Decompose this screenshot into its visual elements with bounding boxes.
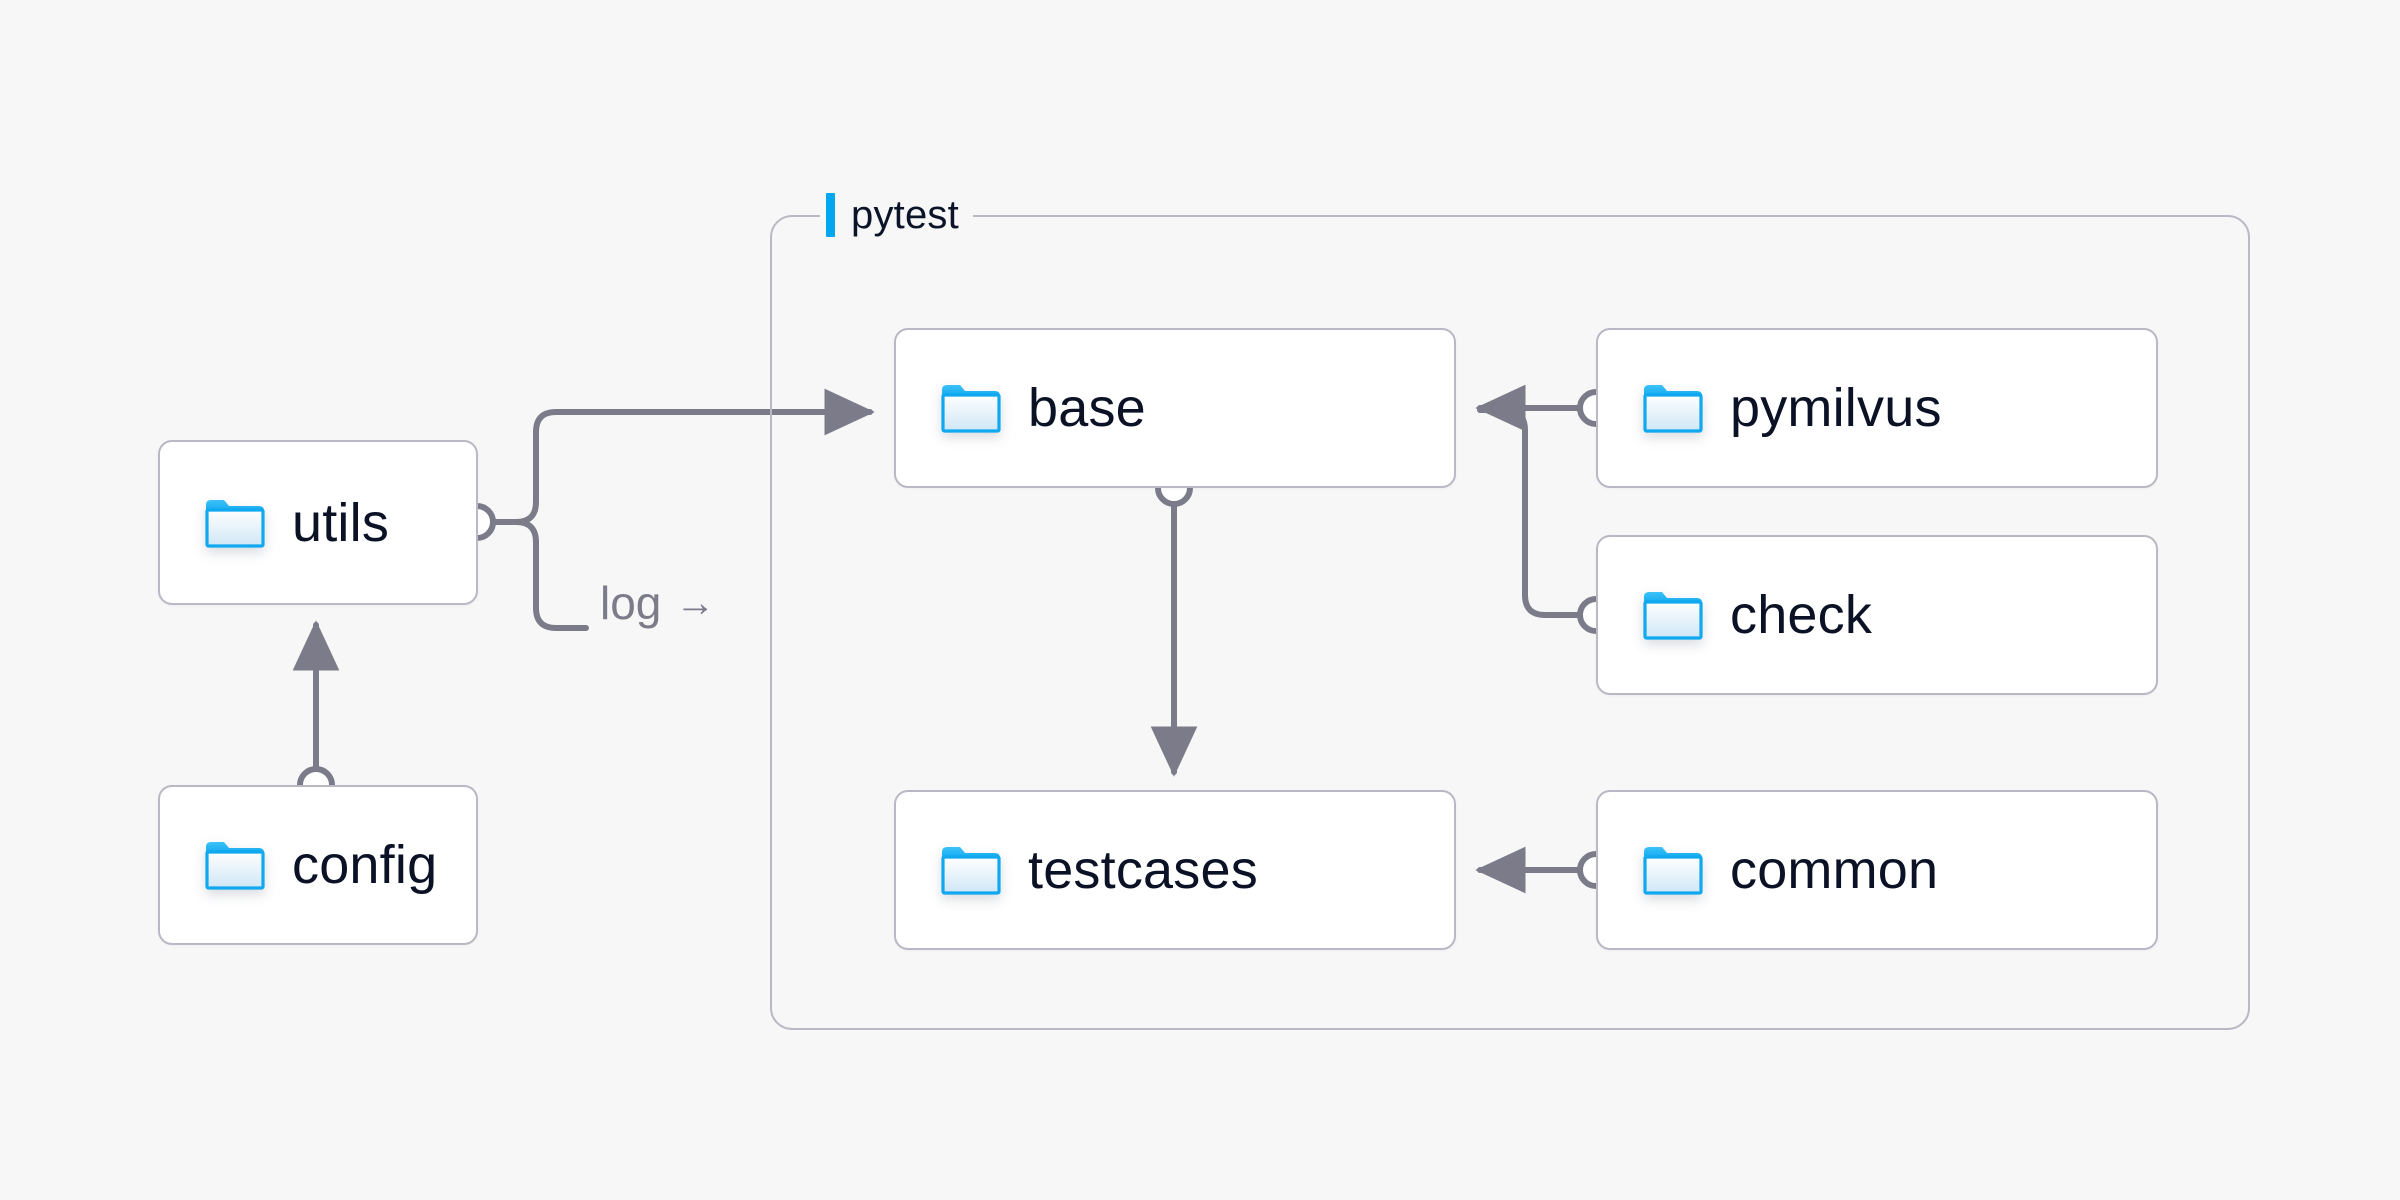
node-label-base: base bbox=[1028, 378, 1146, 438]
edge-utils-to-log bbox=[489, 519, 589, 631]
folder-icon bbox=[1643, 385, 1703, 433]
edge-label-log: log → bbox=[600, 580, 715, 626]
node-label-pymilvus: pymilvus bbox=[1730, 378, 1942, 438]
folder-icon bbox=[941, 385, 1001, 433]
node-label-config: config bbox=[292, 835, 438, 895]
group-title-text: pytest bbox=[851, 192, 959, 237]
folder-icon bbox=[941, 847, 1001, 895]
folder-icon bbox=[1642, 382, 1704, 434]
node-content-testcases: testcases bbox=[896, 843, 1258, 897]
node-content-common: common bbox=[1598, 843, 1938, 897]
node-content-config: config bbox=[160, 838, 437, 892]
folder-icon bbox=[1642, 589, 1704, 641]
node-label-common: common bbox=[1730, 840, 1939, 900]
folder-icon bbox=[205, 842, 265, 890]
folder-icon bbox=[204, 839, 266, 891]
node-label-check: check bbox=[1730, 585, 1873, 645]
node-content-check: check bbox=[1598, 588, 1872, 642]
folder-icon bbox=[940, 382, 1002, 434]
folder-icon bbox=[205, 499, 265, 548]
node-content-base: base bbox=[896, 381, 1146, 435]
node-content-pymilvus: pymilvus bbox=[1598, 381, 1942, 435]
node-common[interactable]: common bbox=[1596, 790, 2158, 950]
node-utils[interactable]: utils bbox=[158, 440, 478, 605]
node-config[interactable]: config bbox=[158, 785, 478, 945]
node-label-testcases: testcases bbox=[1028, 840, 1258, 900]
group-accent-bar bbox=[826, 193, 835, 237]
folder-icon bbox=[204, 497, 266, 549]
folder-icon bbox=[1643, 847, 1703, 895]
folder-icon bbox=[1643, 592, 1703, 640]
node-base[interactable]: base bbox=[894, 328, 1456, 488]
group-container-pytest bbox=[770, 215, 2250, 1030]
group-label-pytest: pytest bbox=[820, 193, 973, 237]
node-testcases[interactable]: testcases bbox=[894, 790, 1456, 950]
node-label-utils: utils bbox=[292, 492, 390, 553]
folder-icon bbox=[940, 844, 1002, 896]
node-content-utils: utils bbox=[160, 496, 389, 550]
node-check[interactable]: check bbox=[1596, 535, 2158, 695]
edge-label-log-text: log bbox=[600, 577, 662, 629]
folder-icon bbox=[1642, 844, 1704, 896]
arrow-right-icon: → bbox=[675, 581, 716, 625]
node-pymilvus[interactable]: pymilvus bbox=[1596, 328, 2158, 488]
